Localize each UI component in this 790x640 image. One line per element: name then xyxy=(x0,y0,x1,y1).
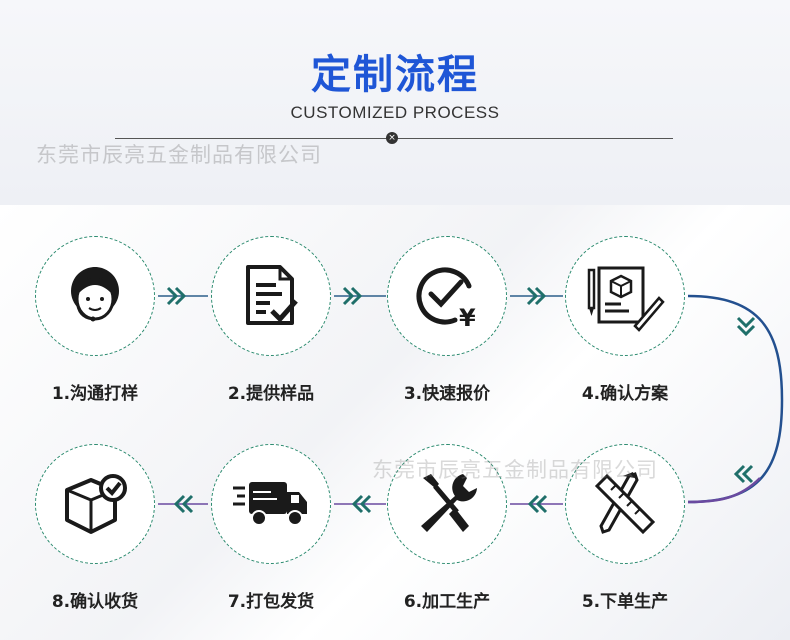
arrow-left-icon xyxy=(158,494,208,514)
pencil-ruler-icon xyxy=(594,472,656,535)
design-plan-icon xyxy=(587,266,665,332)
step-7-label: 7.打包发货 xyxy=(227,592,315,612)
document-check-icon xyxy=(246,265,298,325)
arrow-down-icon xyxy=(736,316,756,337)
watermark-text-lower: 东莞市辰亮五金制品有限公司 xyxy=(372,458,658,482)
step-8-label: 8.确认收货 xyxy=(51,592,139,612)
turn-curve xyxy=(687,294,784,504)
divider-close-icon: × xyxy=(386,132,398,144)
step-1-label: 1.沟通打样 xyxy=(51,384,139,404)
arrow-right-icon xyxy=(510,286,563,306)
step-4-label: 4.确认方案 xyxy=(581,384,669,404)
watermark-text: 东莞市辰亮五金制品有限公司 xyxy=(36,143,322,167)
customer-service-icon xyxy=(71,267,119,322)
arrow-left-icon xyxy=(733,464,754,484)
step-2-label: 2.提供样品 xyxy=(227,384,315,404)
step-3-circle: ¥ xyxy=(387,236,507,356)
page-subtitle: CUSTOMIZED PROCESS xyxy=(290,103,500,122)
arrow-left-icon xyxy=(510,494,563,514)
arrow-left-icon xyxy=(334,494,386,514)
arrow-right-icon xyxy=(334,286,386,306)
step-4-circle xyxy=(565,236,685,356)
step-5-circle xyxy=(565,444,685,564)
svg-text:¥: ¥ xyxy=(459,304,476,332)
delivery-truck-icon xyxy=(233,482,307,526)
header-section: 定制流程 CUSTOMIZED PROCESS × 东莞市辰亮五金制品有限公司 xyxy=(0,0,790,205)
package-check-icon xyxy=(65,474,127,534)
check-yen-icon: ¥ xyxy=(416,267,476,332)
wrench-screwdriver-icon xyxy=(421,474,477,532)
step-5-label: 5.下单生产 xyxy=(581,592,669,612)
arrow-right-icon xyxy=(158,286,208,306)
step-8-circle xyxy=(35,444,155,564)
step-3-label: 3.快速报价 xyxy=(403,384,491,404)
step-1-circle xyxy=(35,236,155,356)
page-title: 定制流程 xyxy=(311,52,479,98)
step-7-circle xyxy=(211,444,331,564)
step-2-circle xyxy=(211,236,331,356)
step-6-label: 6.加工生产 xyxy=(403,592,491,612)
step-6-circle xyxy=(387,444,507,564)
